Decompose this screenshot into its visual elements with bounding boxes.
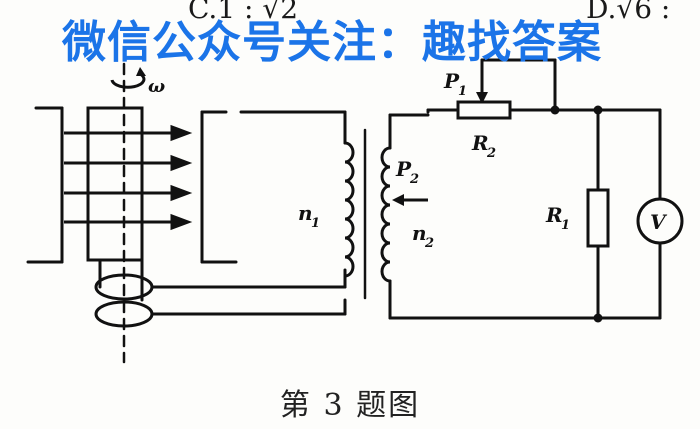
answer-option-d: D.√6 :	[586, 0, 671, 25]
left-magnet-pole	[26, 106, 64, 264]
resistor-r1	[586, 188, 610, 248]
slider-p1-arrow	[476, 92, 488, 104]
figure-caption: 第 3 题图	[279, 388, 421, 423]
primary-coil-n1	[343, 141, 355, 278]
label-omega: ω	[148, 76, 165, 97]
junction-dots	[550, 105, 603, 323]
secondary-coil-n2	[380, 146, 392, 283]
generator-coil	[86, 106, 144, 262]
label-p2: P	[395, 157, 412, 181]
label-r1: R	[545, 203, 563, 227]
label-n2-sub: 2	[424, 236, 434, 251]
label-n1: n	[298, 201, 313, 225]
rotation-arrow-icon	[110, 72, 146, 89]
label-r2-sub: 2	[486, 146, 496, 161]
voltmeter-icon	[636, 197, 684, 245]
magnetic-field-arrows	[64, 124, 193, 231]
label-r2: R	[471, 131, 489, 155]
answer-option-c: C.1 : √2	[188, 0, 299, 25]
label-p1-sub: 1	[458, 84, 467, 99]
label-r1-sub: 1	[561, 218, 570, 233]
tap-p2-arrow	[392, 194, 428, 206]
right-magnet-pole	[200, 110, 238, 264]
watermark-text: 微信公众号关注：趣找答案	[62, 17, 602, 68]
label-n1-sub: 1	[311, 216, 320, 231]
label-p2-sub: 2	[409, 172, 419, 187]
label-p1: P	[443, 69, 460, 93]
label-voltmeter: V	[650, 210, 668, 234]
resistor-r2	[456, 100, 512, 120]
label-n2: n	[412, 221, 427, 245]
